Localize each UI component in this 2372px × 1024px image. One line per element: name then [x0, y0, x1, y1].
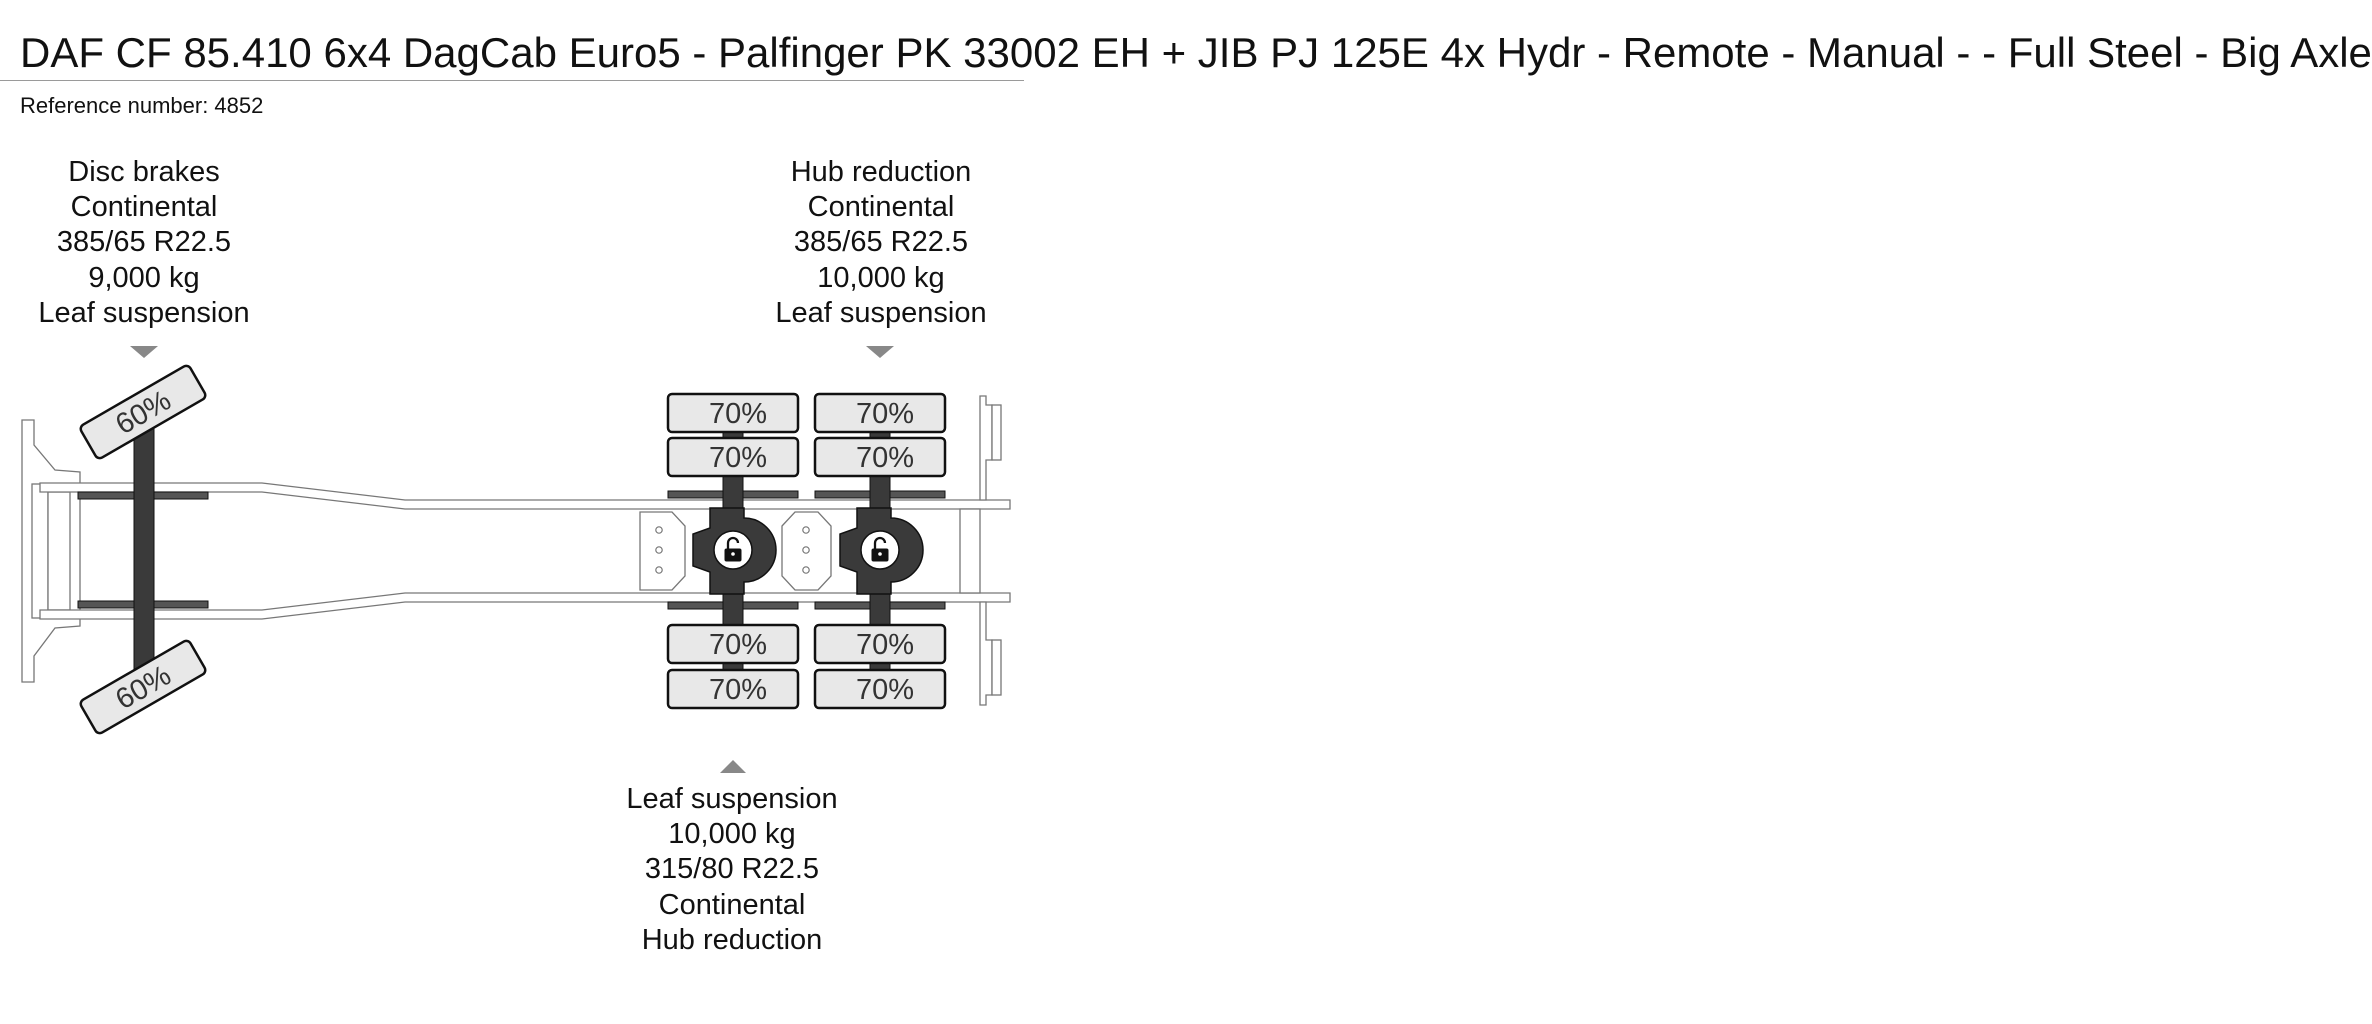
rear-axle-1-specs: Leaf suspension 10,000 kg 315/80 R22.5 C… [600, 782, 864, 958]
rear-light-bottom [991, 639, 1002, 696]
unlocked-padlock-icon [860, 530, 900, 570]
rear-2-tire-inner-left: 70% [813, 436, 947, 478]
rear-light-top [991, 404, 1002, 461]
rear-2-tire-size: 385/65 R22.5 [793, 226, 969, 259]
front-axle-specs: Disc brakes Continental 385/65 R22.5 9,0… [14, 155, 274, 331]
rear-axle-1-pointer [720, 760, 746, 773]
rear-2-suspension: Leaf suspension [775, 296, 987, 329]
svg-text:70%: 70% [709, 629, 767, 661]
svg-text:70%: 70% [856, 442, 914, 474]
front-suspension: Leaf suspension [38, 296, 250, 329]
front-tire-size: 385/65 R22.5 [56, 226, 232, 259]
rear-2-tire-brand: Continental [807, 191, 955, 224]
rear-2-tire-outer-left: 70% [813, 392, 947, 434]
svg-text:70%: 70% [856, 629, 914, 661]
rear-crossmember [959, 508, 981, 594]
svg-text:70%: 70% [856, 674, 914, 706]
front-axle-shaft [133, 419, 155, 691]
rear-1-tire-outer-left: 70% [666, 392, 800, 434]
title-divider [0, 80, 1024, 81]
rear-2-tire-outer-right: 70% [813, 668, 947, 710]
svg-text:70%: 70% [856, 398, 914, 430]
reference-number: Reference number: 4852 [20, 93, 264, 118]
front-tire-brand: Continental [70, 191, 218, 224]
rear-2-tire-inner-right: 70% [813, 623, 947, 665]
rear-1-tire-outer-right: 70% [666, 668, 800, 710]
rear-1-tire-inner-left: 70% [666, 436, 800, 478]
front-axle-load: 9,000 kg [88, 261, 200, 294]
rear-1-tire-brand: Continental [658, 888, 806, 921]
front-tire-left: 60% [79, 364, 207, 460]
rear-bracket-2 [781, 511, 832, 591]
frame-rail-bottom [39, 592, 1011, 620]
svg-text:70%: 70% [709, 442, 767, 474]
front-crossmember-plate [47, 491, 71, 611]
rear-end-bracket-top [979, 395, 993, 501]
front-axle-pointer [130, 346, 158, 358]
unlocked-padlock-icon [713, 530, 753, 570]
rear-1-suspension: Leaf suspension [626, 783, 838, 815]
rear-end-bracket-bottom [979, 601, 993, 706]
chassis-diagram: 60% 60% 70% 70% 70% 70% 70% 70% 70% 70% [21, 346, 1011, 773]
front-crossmember [31, 483, 49, 619]
page-title: DAF CF 85.410 6x4 DagCab Euro5 - Palfing… [20, 29, 2372, 76]
rear-1-tire-inner-right: 70% [666, 623, 800, 665]
front-brakes: Disc brakes [68, 156, 220, 188]
rear-2-reduction: Hub reduction [790, 156, 972, 188]
rear-axle-2-pointer [866, 346, 894, 358]
svg-text:70%: 70% [709, 674, 767, 706]
rear-1-axle-load: 10,000 kg [668, 818, 796, 851]
rear-1-reduction: Hub reduction [641, 923, 823, 956]
rear-1-tire-size: 315/80 R22.5 [644, 853, 820, 886]
rear-axle-2-specs: Hub reduction Continental 385/65 R22.5 1… [750, 155, 1012, 331]
svg-text:70%: 70% [709, 398, 767, 430]
rear-2-axle-load: 10,000 kg [817, 261, 945, 294]
